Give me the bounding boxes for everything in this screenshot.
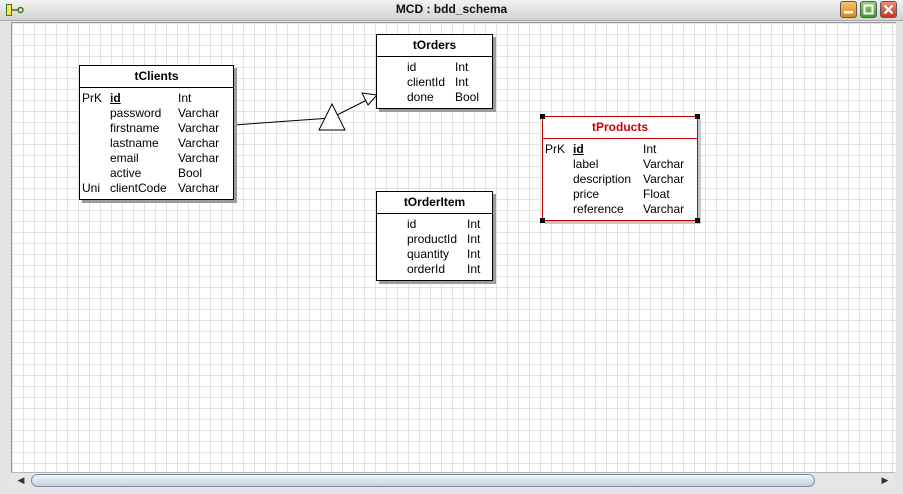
scroll-left-icon[interactable]: ◀ (17, 475, 25, 485)
table-row[interactable]: PrK id Int (543, 142, 697, 157)
field-name: password (110, 106, 162, 120)
table-row[interactable]: price Float (543, 187, 697, 202)
field-type: Int (643, 142, 657, 156)
table-row[interactable]: id Int (377, 60, 492, 75)
entity-title: tOrders (377, 35, 492, 57)
table-row[interactable]: clientId Int (377, 75, 492, 90)
field-name: clientId (407, 75, 446, 89)
scroll-right-icon[interactable]: ▶ (881, 475, 889, 485)
field-name: id (110, 91, 121, 105)
field-name: id (407, 217, 417, 231)
entity-torderitem[interactable]: tOrderItem id Int productId Int quantity… (376, 191, 493, 281)
table-row[interactable]: password Varchar (80, 106, 233, 121)
close-icon (883, 4, 894, 15)
app-logo-icon (6, 4, 24, 16)
resize-handle[interactable] (540, 218, 545, 223)
entity-title: tClients (80, 66, 233, 88)
field-type: Bool (455, 90, 480, 104)
field-type: Int (455, 75, 469, 89)
field-name: id (573, 142, 584, 156)
table-row[interactable]: PrK id Int (80, 91, 233, 106)
field-type: Varchar (178, 121, 220, 135)
field-name: description (573, 172, 632, 186)
table-row[interactable]: label Varchar (543, 157, 697, 172)
title-bar[interactable]: MCD : bdd_schema (0, 0, 903, 21)
field-type: Varchar (643, 157, 685, 171)
resize-handle[interactable] (695, 114, 700, 119)
field-type: Varchar (643, 172, 685, 186)
field-type: Varchar (178, 106, 220, 120)
table-row[interactable]: done Bool (377, 90, 492, 105)
inheritance-triangle-icon (318, 102, 346, 131)
field-name: firstname (110, 121, 160, 135)
table-row[interactable]: quantity Int (377, 247, 492, 262)
field-type: Int (467, 262, 481, 276)
entity-tproducts[interactable]: tProducts PrK id Int label Varchar descr… (540, 114, 700, 223)
field-type: Int (467, 232, 481, 246)
field-name: done (407, 90, 434, 104)
field-type: Int (467, 247, 481, 261)
field-name: quantity (407, 247, 450, 261)
table-row[interactable]: productId Int (377, 232, 492, 247)
field-type: Varchar (178, 151, 220, 165)
entity-title: tProducts (543, 117, 697, 139)
field-type: Int (455, 60, 469, 74)
table-row[interactable]: id Int (377, 217, 492, 232)
field-name: clientCode (110, 181, 167, 195)
field-name: price (573, 187, 600, 201)
window-title: MCD : bdd_schema (395, 2, 508, 16)
diagram-canvas[interactable]: tClients PrK id Int password Varchar fir… (11, 22, 896, 472)
field-type: Int (178, 91, 192, 105)
table-row[interactable]: active Bool (80, 166, 233, 181)
resize-handle[interactable] (540, 114, 545, 119)
table-row[interactable]: lastname Varchar (80, 136, 233, 151)
resize-handle[interactable] (695, 218, 700, 223)
table-row[interactable]: orderId Int (377, 262, 492, 277)
entity-torders[interactable]: tOrders id Int clientId Int done Bool (376, 34, 493, 109)
arrow-head-icon (361, 92, 379, 106)
field-type: Varchar (178, 181, 220, 195)
field-type: Int (467, 217, 481, 231)
table-row[interactable]: description Varchar (543, 172, 697, 187)
field-name: reference (573, 202, 624, 216)
maximize-button[interactable] (860, 1, 877, 18)
field-name: email (110, 151, 139, 165)
field-type: Varchar (178, 136, 220, 150)
entity-title: tOrderItem (377, 192, 492, 214)
key-label: Uni (82, 181, 101, 195)
key-label: PrK (82, 91, 103, 105)
inheritance-connector[interactable] (12, 23, 896, 472)
field-name: orderId (407, 262, 446, 276)
maximize-icon (863, 4, 874, 15)
field-name: id (407, 60, 417, 74)
table-row[interactable]: Uni clientCode Varchar (80, 181, 233, 196)
table-row[interactable]: firstname Varchar (80, 121, 233, 136)
close-button[interactable] (880, 1, 897, 18)
field-type: Bool (178, 166, 203, 180)
field-name: lastname (110, 136, 159, 150)
field-name: active (110, 166, 142, 180)
minimize-button[interactable] (840, 1, 857, 18)
field-name: productId (407, 232, 458, 246)
entity-tclients[interactable]: tClients PrK id Int password Varchar fir… (79, 65, 234, 200)
field-type: Varchar (643, 202, 685, 216)
minimize-icon (844, 11, 853, 14)
horizontal-scrollbar[interactable]: ◀ ▶ (11, 472, 895, 487)
field-name: label (573, 157, 599, 171)
scrollbar-thumb[interactable] (31, 474, 815, 487)
table-row[interactable]: reference Varchar (543, 202, 697, 217)
field-type: Float (643, 187, 670, 201)
key-label: PrK (545, 142, 566, 156)
table-row[interactable]: email Varchar (80, 151, 233, 166)
